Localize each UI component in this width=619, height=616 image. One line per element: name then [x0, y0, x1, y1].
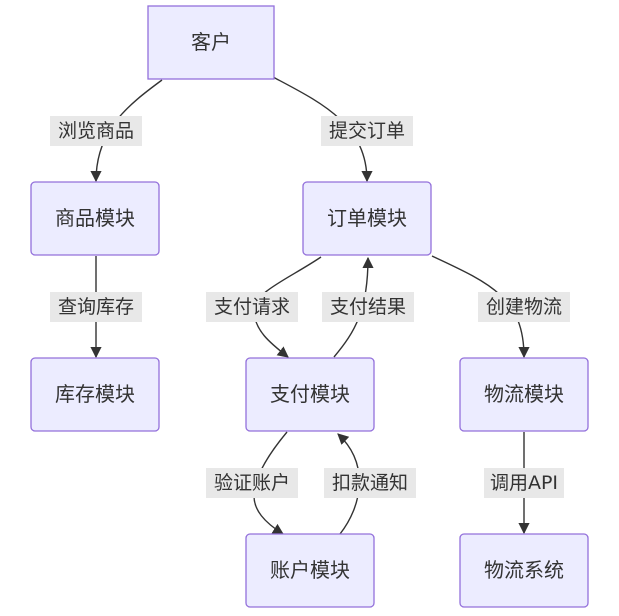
edge-label-pay-result: 支付结果: [322, 292, 414, 322]
edge-label-call-api: 调用API: [484, 468, 564, 498]
edge-label-create-logistics: 创建物流: [478, 292, 570, 322]
node-logistics-label: 物流模块: [484, 382, 564, 406]
edge-label-browse-text: 浏览商品: [58, 120, 134, 142]
node-product-label: 商品模块: [55, 206, 135, 230]
edge-label-deduct-notify-text: 扣款通知: [332, 472, 408, 494]
node-logistics-system-label: 物流系统: [484, 558, 564, 582]
node-payment: 支付模块: [245, 357, 375, 432]
edge-label-create-logistics-text: 创建物流: [486, 296, 562, 318]
node-order-label: 订单模块: [327, 206, 407, 230]
edge-label-browse: 浏览商品: [50, 116, 142, 146]
edge-label-verify-account-text: 验证账户: [214, 472, 290, 494]
edge-label-deduct-notify: 扣款通知: [324, 468, 416, 498]
edge-label-verify-account: 验证账户: [206, 468, 298, 498]
node-logistics: 物流模块: [459, 357, 589, 432]
node-payment-label: 支付模块: [270, 382, 350, 406]
node-inventory-label: 库存模块: [55, 382, 135, 406]
node-logistics-system: 物流系统: [459, 533, 589, 608]
node-account-label: 账户模块: [270, 558, 350, 582]
node-order: 订单模块: [302, 181, 432, 256]
edge-label-query-inventory-text: 查询库存: [58, 296, 134, 318]
edge-label-pay-result-text: 支付结果: [330, 296, 406, 318]
edge-label-query-inventory: 查询库存: [50, 292, 142, 322]
edge-label-pay-request-text: 支付请求: [214, 296, 290, 318]
node-product: 商品模块: [30, 181, 160, 256]
node-customer: 客户: [147, 5, 275, 80]
edge-label-submit-order: 提交订单: [321, 116, 413, 146]
node-inventory: 库存模块: [30, 357, 160, 432]
node-customer-label: 客户: [191, 30, 231, 54]
node-account: 账户模块: [245, 533, 375, 608]
edge-label-call-api-text: 调用API: [490, 472, 558, 494]
edge-label-pay-request: 支付请求: [206, 292, 298, 322]
edge-label-submit-order-text: 提交订单: [329, 120, 405, 142]
